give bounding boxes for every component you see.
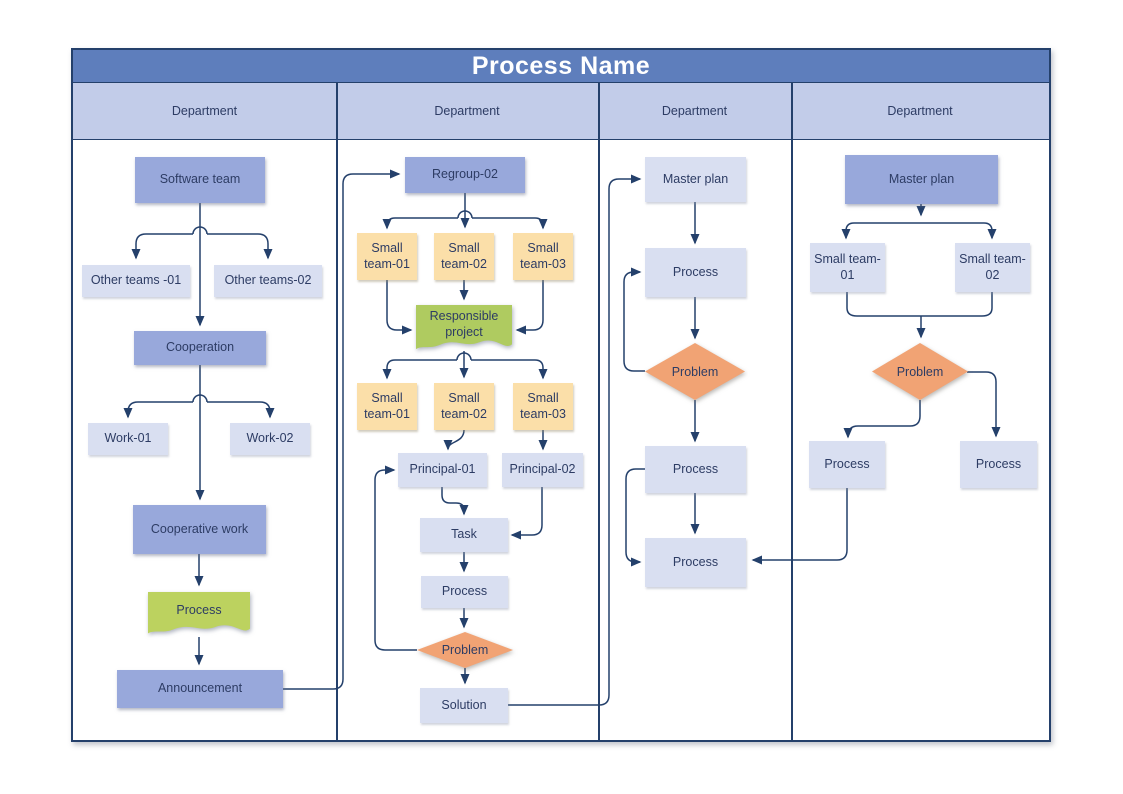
node-label: Other teams-02 <box>224 273 312 288</box>
header-row: Department Department Department Departm… <box>73 82 1049 140</box>
node-process-lane3-c: Process <box>645 538 746 587</box>
node-cooperative-work: Cooperative work <box>133 505 266 554</box>
node-label: Small team-03 <box>520 390 566 421</box>
node-label: Solution <box>441 697 487 712</box>
node-label: Small team-02 <box>441 390 487 421</box>
node-small-team-row2-01: Small team-01 <box>357 383 417 430</box>
node-label: Software team <box>159 172 241 187</box>
node-label: Principal-02 <box>509 462 576 477</box>
node-label: Cooperation <box>165 340 235 355</box>
node-small-team-row2-02: Small team-02 <box>434 383 494 430</box>
node-label: Small team-01 <box>814 251 881 282</box>
node-label: Regroup-02 <box>431 167 498 182</box>
node-label: Process <box>672 554 719 569</box>
node-label: Process <box>441 584 488 599</box>
node-regroup-02: Regroup-02 <box>405 157 525 193</box>
node-label: Master plan <box>662 171 729 186</box>
node-principal-02: Principal-02 <box>502 453 583 487</box>
node-label: Small team-02 <box>959 251 1026 282</box>
diamond-shape: Problem <box>417 632 513 668</box>
node-label: Small team-02 <box>441 240 487 271</box>
node-label: Other teams -01 <box>90 273 182 288</box>
node-label: Cooperative work <box>150 521 249 536</box>
node-process-lane4-right: Process <box>960 441 1037 488</box>
node-label: Announcement <box>157 681 243 696</box>
node-small-team-lane4-02: Small team-02 <box>955 243 1030 292</box>
node-other-teams-02: Other teams-02 <box>214 265 322 297</box>
lane-header-3: Department <box>661 104 728 118</box>
lane-header-2: Department <box>434 104 500 118</box>
lane-separator-3 <box>791 82 793 740</box>
node-label: Small team-01 <box>364 240 410 271</box>
node-label: Work-02 <box>246 431 294 446</box>
page-title: Process Name <box>471 51 651 80</box>
node-small-team-row1-02: Small team-02 <box>434 233 494 280</box>
node-label: Small team-03 <box>520 240 566 271</box>
node-process-lane4-left: Process <box>809 441 885 488</box>
node-work-02: Work-02 <box>230 423 310 455</box>
node-small-team-lane4-01: Small team-01 <box>810 243 885 292</box>
node-label: Small team-01 <box>364 390 410 421</box>
node-label: Master plan <box>888 171 955 186</box>
node-solution: Solution <box>420 688 508 723</box>
node-process-lane2: Process <box>421 576 508 608</box>
node-label: Work-01 <box>104 431 152 446</box>
node-label: Principal-01 <box>409 462 476 477</box>
node-other-teams-01: Other teams -01 <box>82 265 190 297</box>
node-small-team-row1-01: Small team-01 <box>357 233 417 280</box>
node-process-document-lane1: Process <box>148 592 250 638</box>
node-problem-decision-lane2: Problem <box>417 632 513 668</box>
title-bar: Process Name <box>73 50 1049 82</box>
node-responsible-project-document: Responsible project <box>416 305 512 354</box>
node-announcement: Announcement <box>117 670 283 708</box>
node-label: Process <box>824 456 870 471</box>
node-label: Task <box>451 527 477 542</box>
node-master-plan-lane3: Master plan <box>645 157 746 202</box>
document-shape <box>416 305 512 350</box>
lane-header-4: Department <box>887 104 953 118</box>
node-label: Problem <box>441 643 489 657</box>
node-label: Responsible project <box>429 309 499 340</box>
node-problem-decision-lane3: Problem <box>645 343 745 400</box>
node-label: Process <box>176 603 222 618</box>
diamond-shape: Problem <box>645 343 745 400</box>
node-label: Process <box>672 461 719 476</box>
node-software-team: Software team <box>135 157 265 203</box>
node-label: Problem <box>896 364 944 379</box>
lane-separator-2 <box>598 82 600 740</box>
document-shape <box>148 592 250 634</box>
node-process-lane3-b: Process <box>645 446 746 493</box>
node-label: Problem <box>671 364 719 379</box>
node-label: Process <box>672 264 719 279</box>
lane-header-1: Department <box>171 104 238 118</box>
node-label: Process <box>975 456 1022 471</box>
lane-separator-1 <box>336 82 338 740</box>
node-process-lane3-a: Process <box>645 248 746 297</box>
node-work-01: Work-01 <box>88 423 168 455</box>
node-small-team-row1-03: Small team-03 <box>513 233 573 280</box>
node-master-plan-lane4: Master plan <box>845 155 998 204</box>
node-small-team-row2-03: Small team-03 <box>513 383 573 430</box>
node-principal-01: Principal-01 <box>398 453 487 487</box>
diamond-shape: Problem <box>872 343 968 400</box>
node-problem-decision-lane4: Problem <box>872 343 968 400</box>
node-cooperation: Cooperation <box>134 331 266 365</box>
node-task: Task <box>420 518 508 552</box>
